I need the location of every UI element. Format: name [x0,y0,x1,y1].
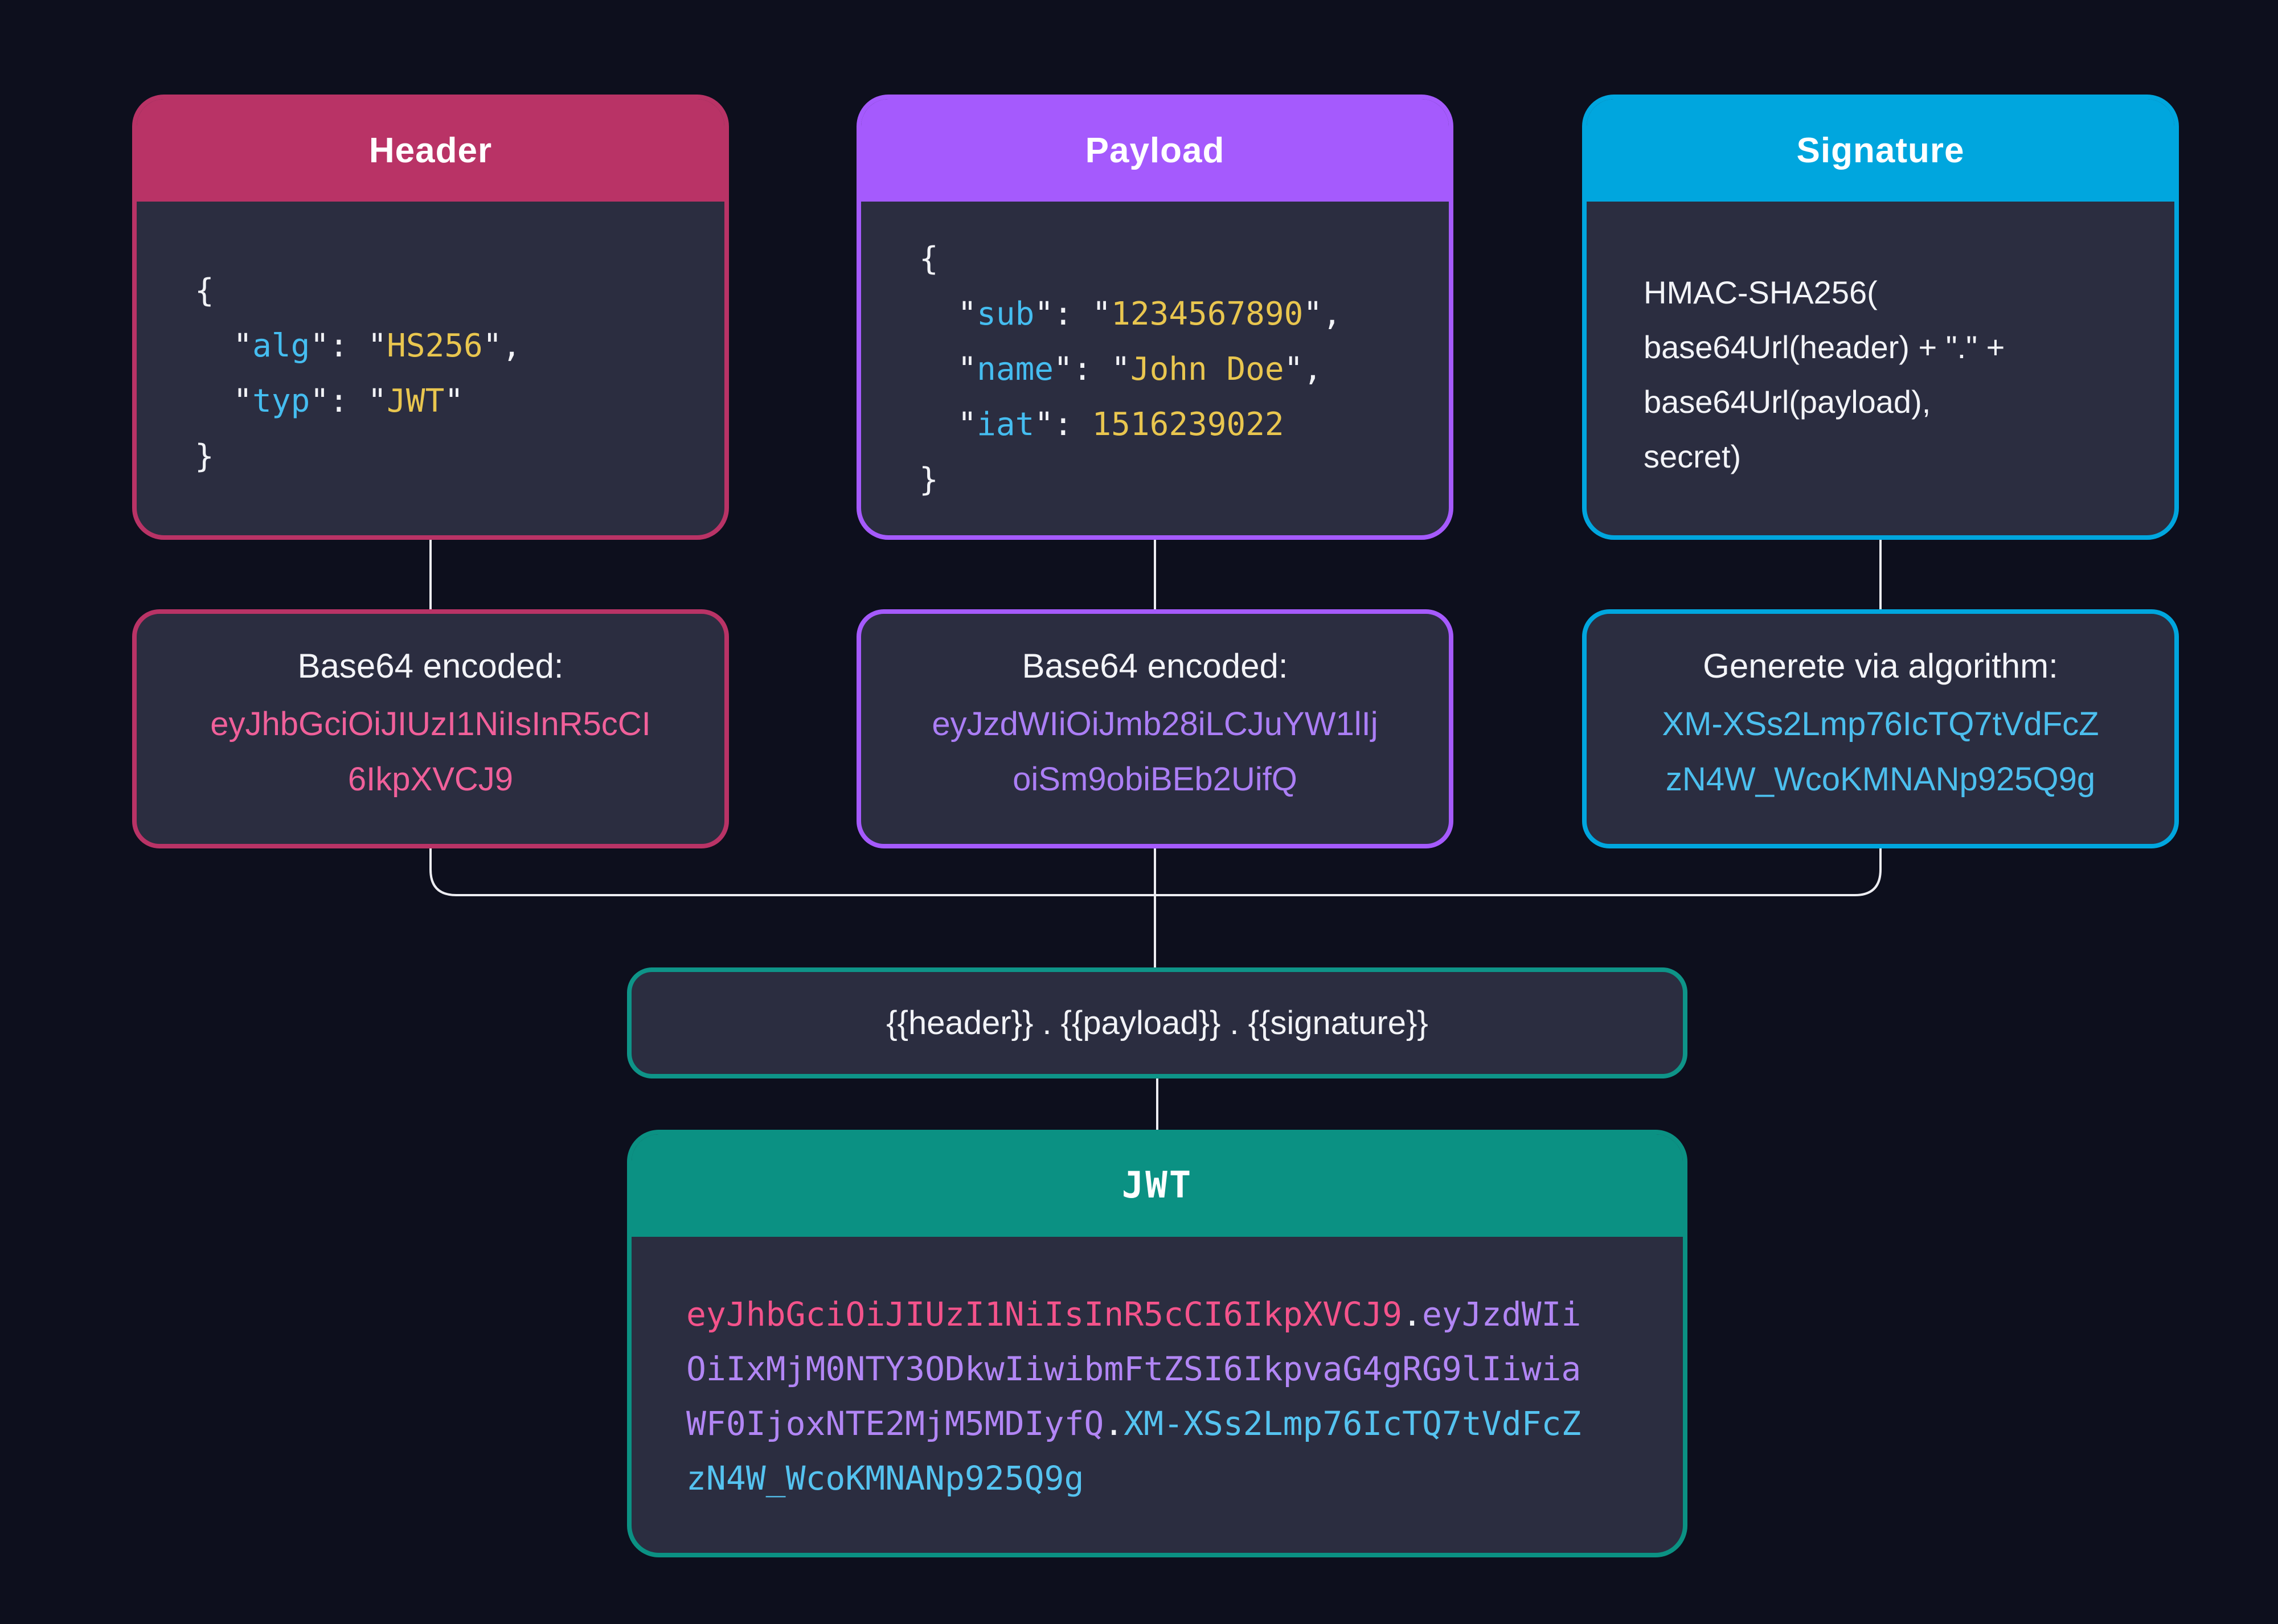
header-base64-title: Base64 encoded: [297,647,564,685]
header-card-title-bar: Header [137,99,724,202]
token-template-box: {{header}} . {{payload}} . {{signature}} [627,967,1687,1078]
connector-path [429,540,1882,1130]
jwt-token-text: eyJhbGciOiJIUzI1NiIsInR5cCI6IkpXVCJ9.eyJ… [686,1295,1582,1498]
signature-card-title: Signature [1796,130,1965,170]
payload-json-code: { "sub": "1234567890", "name": "John Doe… [919,240,1342,498]
payload-base64-box: Base64 encoded: eyJzdWIiOiJmb28iLCJuYW1l… [857,609,1453,848]
header-card-title: Header [368,130,493,170]
jwt-result-card: JWT eyJhbGciOiJIUzI1NiIsInR5cCI6IkpXVCJ9… [627,1130,1687,1557]
header-base64-box: Base64 encoded: eyJhbGciOiJIUzI1NiIsInR5… [132,609,729,848]
token-template-text: {{header}} . {{payload}} . {{signature}} [886,1004,1428,1041]
header-json-code: { "alg": "HS256", "typ": "JWT"} [195,272,522,475]
signature-card-title-bar: Signature [1587,99,2174,202]
signature-formula: HMAC-SHA256(base64Url(header) + "." +bas… [1644,274,2005,474]
payload-card-title-bar: Payload [861,99,1449,202]
jwt-card-title: JWT [1121,1164,1193,1207]
payload-card: Payload { "sub": "1234567890", "name": "… [857,95,1453,540]
payload-base64-title: Base64 encoded: [1022,647,1288,685]
header-card: Header { "alg": "HS256", "typ": "JWT"} [132,95,729,540]
signature-generated-box: Generete via algorithm: XM-XSs2Lmp76IcTQ… [1582,609,2179,848]
signature-generated-title: Generete via algorithm: [1703,647,2058,685]
jwt-card-title-bar: JWT [632,1134,1683,1237]
payload-card-title: Payload [1085,130,1225,170]
signature-card: Signature HMAC-SHA256(base64Url(header) … [1582,95,2179,540]
